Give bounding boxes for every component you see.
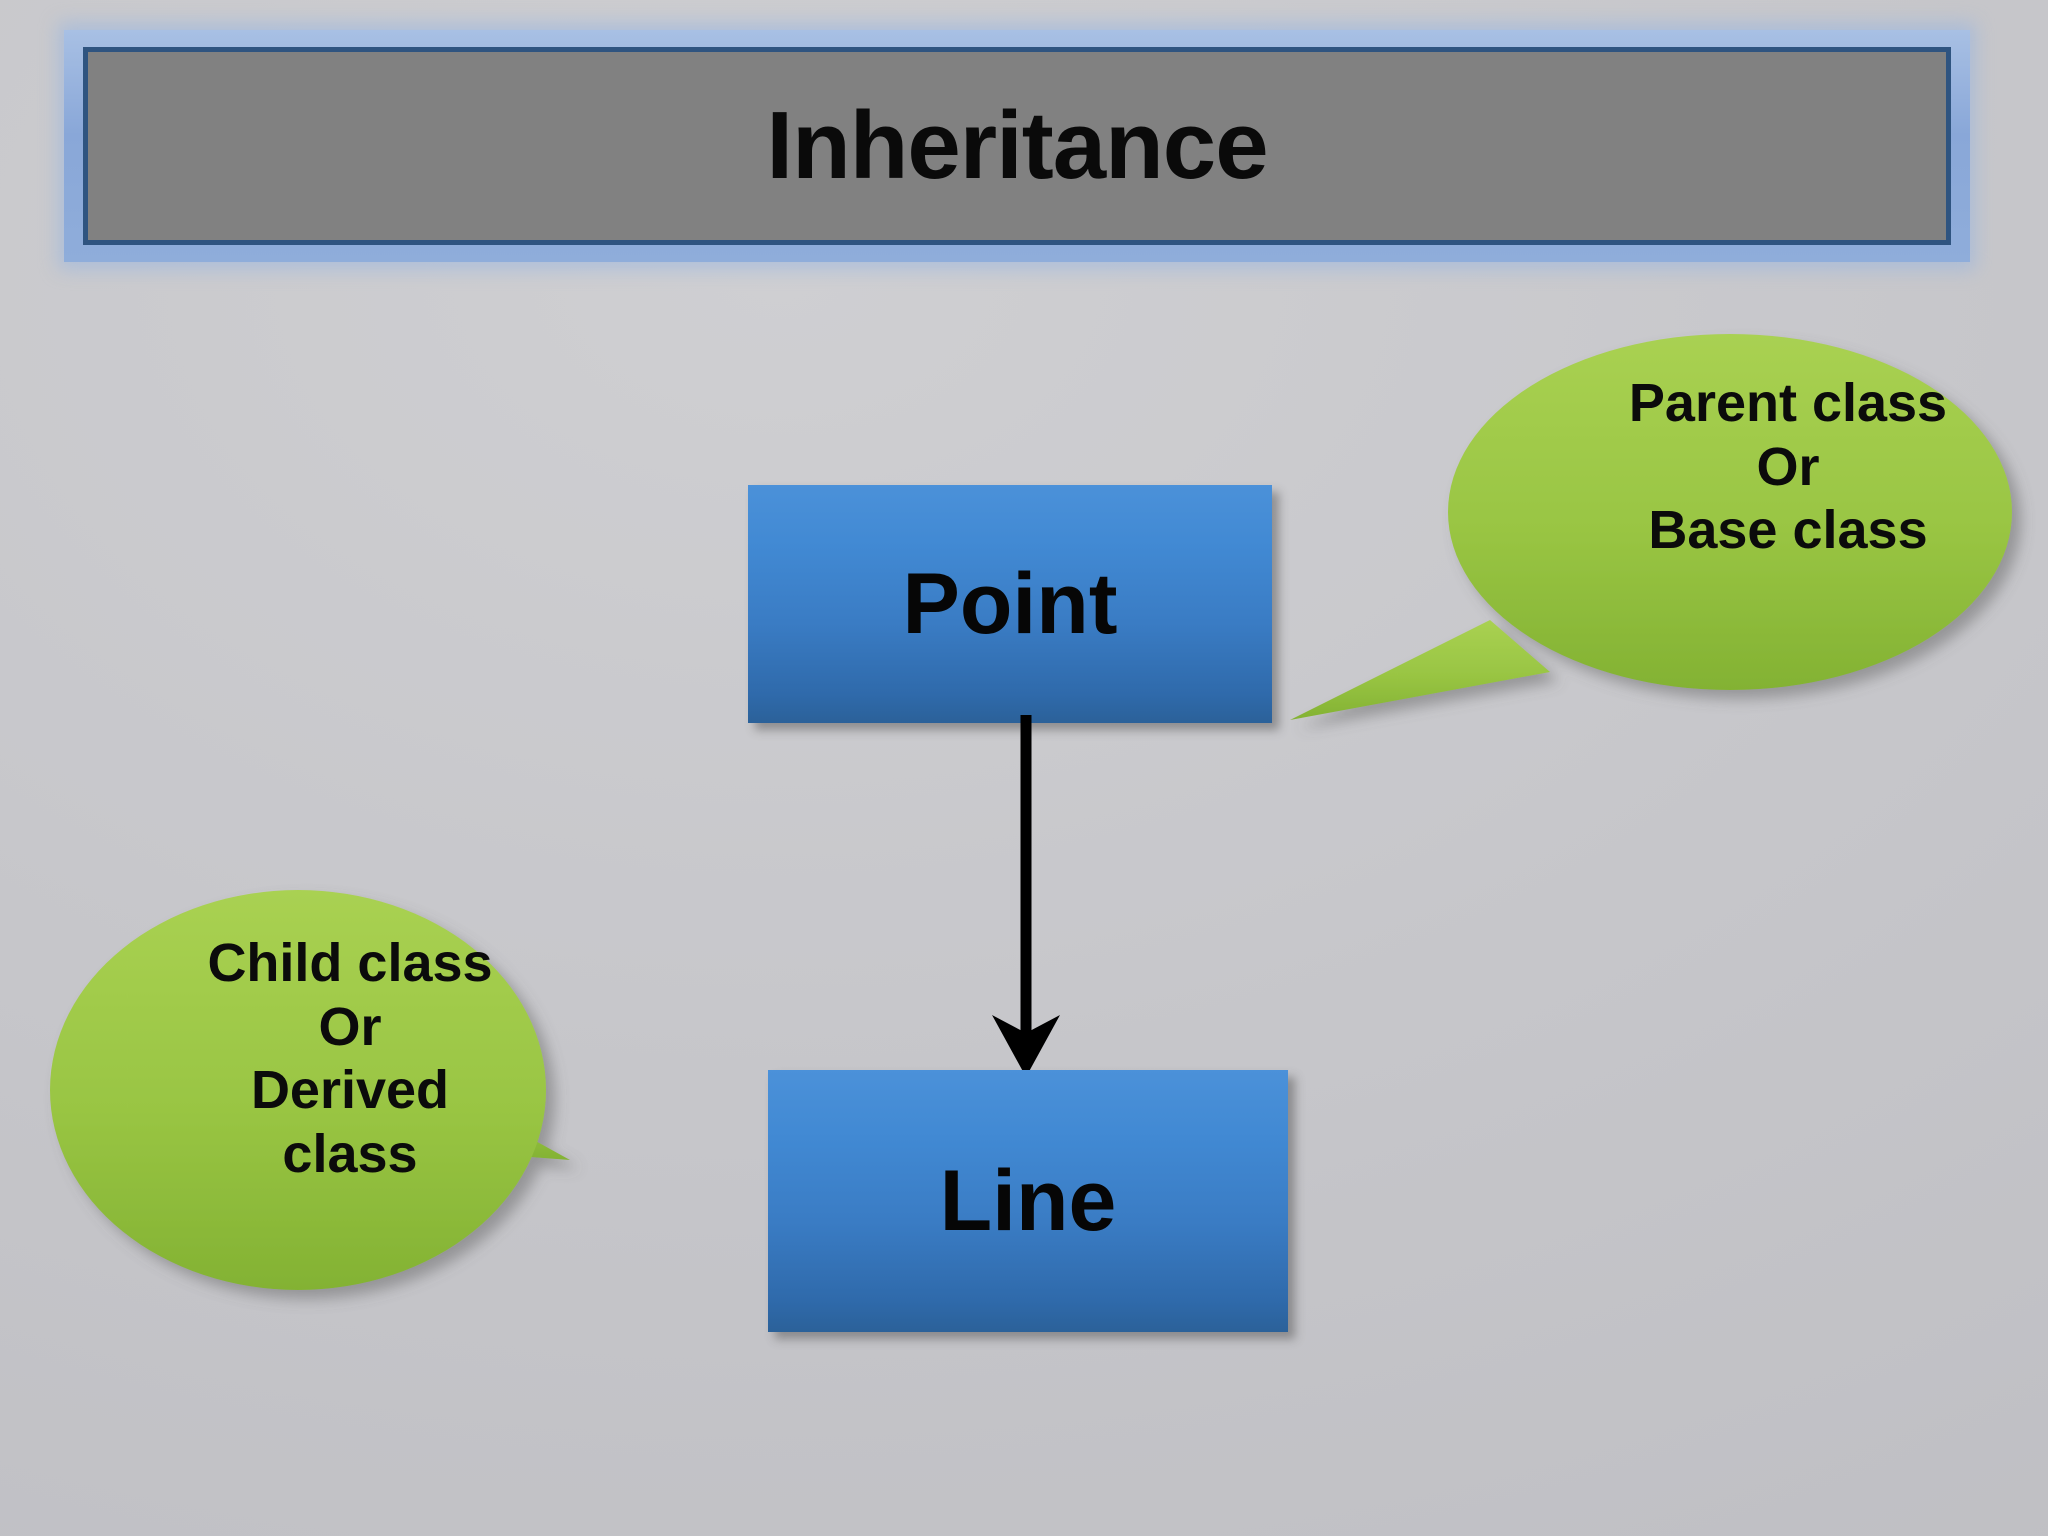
class-box-line[interactable]: Line — [768, 1070, 1288, 1332]
callout-parent-class[interactable]: Parent class Or Base class — [1290, 320, 2048, 760]
class-box-point[interactable]: Point — [748, 485, 1272, 723]
callout-parent-bubble-shape — [1290, 334, 2012, 720]
title-bar: Inheritance — [64, 30, 1970, 262]
callout-child-class[interactable]: Child class Or Derived class — [40, 870, 660, 1350]
class-box-point-label: Point — [902, 556, 1118, 652]
callout-child-bubble-shape — [50, 890, 570, 1290]
class-box-line-label: Line — [939, 1153, 1117, 1249]
title-bar-inner-frame: Inheritance — [83, 47, 1951, 245]
inheritance-arrow-icon — [992, 715, 1060, 1077]
page-title: Inheritance — [766, 92, 1268, 199]
